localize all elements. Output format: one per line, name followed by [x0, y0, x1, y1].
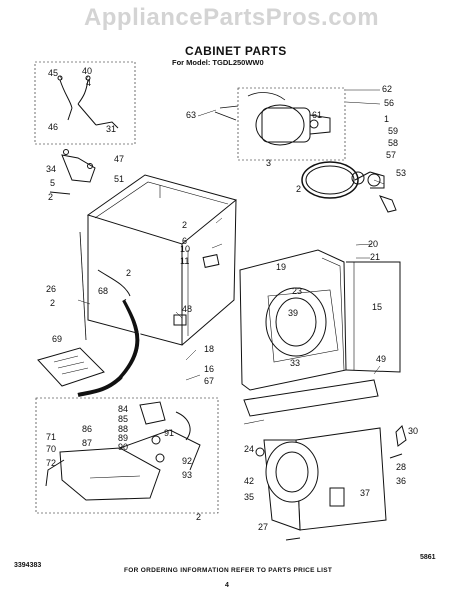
drive-belt [301, 161, 371, 199]
callout-72: 72 [46, 458, 56, 468]
model-subtitle: For Model: TGDL250WW0 [172, 58, 264, 67]
callout-30: 30 [408, 426, 418, 436]
motor-assembly-group [214, 87, 346, 161]
callout-20: 20 [368, 239, 378, 249]
callout-49: 49 [376, 354, 386, 364]
callout-2-panel: 2 [126, 268, 131, 278]
instruction-card [37, 347, 105, 387]
callout-18: 18 [204, 344, 214, 354]
callout-63: 63 [186, 110, 196, 120]
callout-11: 11 [180, 256, 189, 266]
diagram-code: 5861 [420, 554, 436, 561]
front-panel [239, 249, 347, 391]
ordering-info: FOR ORDERING INFORMATION REFER TO PARTS … [124, 567, 333, 574]
callout-34: 34 [46, 164, 56, 174]
callout-48: 48 [182, 304, 192, 314]
callout-2-motor: 2 [296, 184, 301, 194]
callout-39: 39 [288, 308, 298, 318]
toe-panel [243, 379, 379, 417]
callout-87: 87 [82, 438, 92, 448]
callout-53: 53 [396, 168, 406, 178]
callout-46: 46 [48, 122, 58, 132]
callout-59: 59 [388, 126, 398, 136]
callout-2-cabinet: 2 [182, 220, 187, 230]
wire-harness-group [34, 61, 136, 145]
callout-69: 69 [52, 334, 62, 344]
callout-1: 1 [384, 114, 389, 124]
callout-6: 6 [182, 236, 187, 246]
burner-assembly-group [35, 397, 219, 514]
callout-47: 47 [114, 154, 124, 164]
callout-89: 89 [118, 433, 128, 443]
callout-28: 28 [396, 462, 406, 472]
callout-51: 51 [114, 174, 124, 184]
callout-71: 71 [46, 432, 56, 442]
part-number: 3394383 [14, 562, 42, 569]
callout-19: 19 [276, 262, 286, 272]
callout-27: 27 [258, 522, 268, 532]
callout-90: 90 [118, 442, 128, 452]
callout-36: 36 [396, 476, 406, 486]
idler-pulley-group [351, 171, 397, 213]
callout-2-hardware: 2 [48, 192, 53, 202]
callout-labels: 45 40 4 46 31 62 56 63 61 1 59 58 57 53 … [46, 66, 418, 532]
callout-33: 33 [290, 358, 300, 368]
callout-21: 21 [370, 252, 380, 262]
hardware-group [49, 149, 96, 195]
callout-68: 68 [98, 286, 108, 296]
callout-56: 56 [384, 98, 394, 108]
callout-2-bottom: 2 [196, 512, 201, 522]
callout-15: 15 [372, 302, 382, 312]
callout-91: 91 [164, 428, 174, 438]
callout-24: 24 [244, 444, 254, 454]
callout-42: 42 [244, 476, 254, 486]
callout-23: 23 [292, 286, 302, 296]
callout-92: 92 [182, 456, 192, 466]
cabinet-body [79, 174, 238, 346]
cabinet-wire-harness [77, 269, 141, 397]
callout-5: 5 [50, 178, 55, 188]
door-hinge-hardware [285, 425, 407, 541]
callout-3: 3 [266, 158, 271, 168]
callout-57: 57 [386, 150, 396, 160]
callout-16: 16 [204, 364, 214, 374]
diagram-title: CABINET PARTS [185, 44, 287, 58]
callout-leaders [59, 75, 385, 381]
callout-88: 88 [118, 424, 128, 434]
callout-62: 62 [382, 84, 392, 94]
callout-37: 37 [360, 488, 370, 498]
callout-40: 40 [82, 66, 92, 76]
callout-85: 85 [118, 414, 128, 424]
callout-4: 4 [86, 78, 91, 88]
callout-58: 58 [388, 138, 398, 148]
callout-84: 84 [118, 404, 128, 414]
callout-35: 35 [244, 492, 254, 502]
callout-61: 61 [312, 110, 322, 120]
callout-2-left: 2 [50, 298, 55, 308]
page-number: 4 [225, 582, 229, 589]
callout-31: 31 [106, 124, 116, 134]
right-panel [345, 261, 401, 373]
callout-26: 26 [46, 284, 56, 294]
watermark: AppliancePartsPros.com [83, 4, 380, 31]
callout-67: 67 [204, 376, 214, 386]
callout-86: 86 [82, 424, 92, 434]
callout-45: 45 [48, 68, 58, 78]
callout-70: 70 [46, 444, 56, 454]
callout-10: 10 [180, 244, 190, 254]
dryer-door [243, 419, 387, 531]
callout-93: 93 [182, 470, 192, 480]
